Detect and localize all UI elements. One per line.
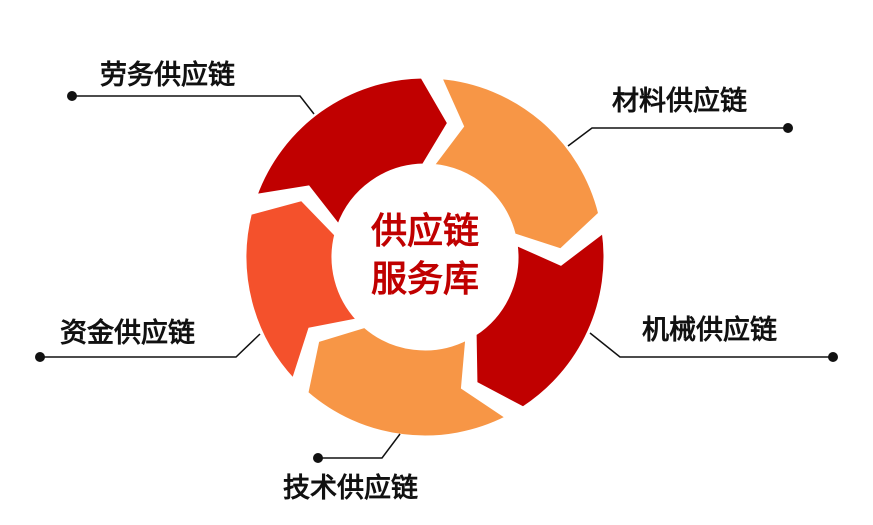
ring-segment-machinery [473,229,607,410]
segment-label-material: 材料供应链 [612,86,747,117]
segment-label-capital: 资金供应链 [60,318,195,349]
leader-line-material [567,127,788,147]
leader-line-capital [40,333,261,358]
center-disc [335,167,515,347]
ring-segment-labor [253,75,451,229]
segment-label-machinery: 机械供应链 [642,315,777,346]
leader-dot-labor [67,91,77,101]
ring-segment-capital [243,197,361,383]
center-title-line2: 服务库 [370,259,479,300]
leader-dot-material [783,123,793,133]
segment-label-labor: 劳务供应链 [100,60,235,91]
leader-dot-capital [35,352,45,362]
leader-line-machinery [589,332,833,358]
leader-dot-machinery [828,352,838,362]
leader-line-technology [318,433,401,459]
center-title-line1: 供应链 [370,211,479,252]
leader-dot-technology [313,453,323,463]
ring-segment-material [430,75,602,252]
ring-segment-technology [305,324,510,439]
segment-label-technology: 技术供应链 [283,473,418,504]
leader-line-labor [72,95,315,115]
